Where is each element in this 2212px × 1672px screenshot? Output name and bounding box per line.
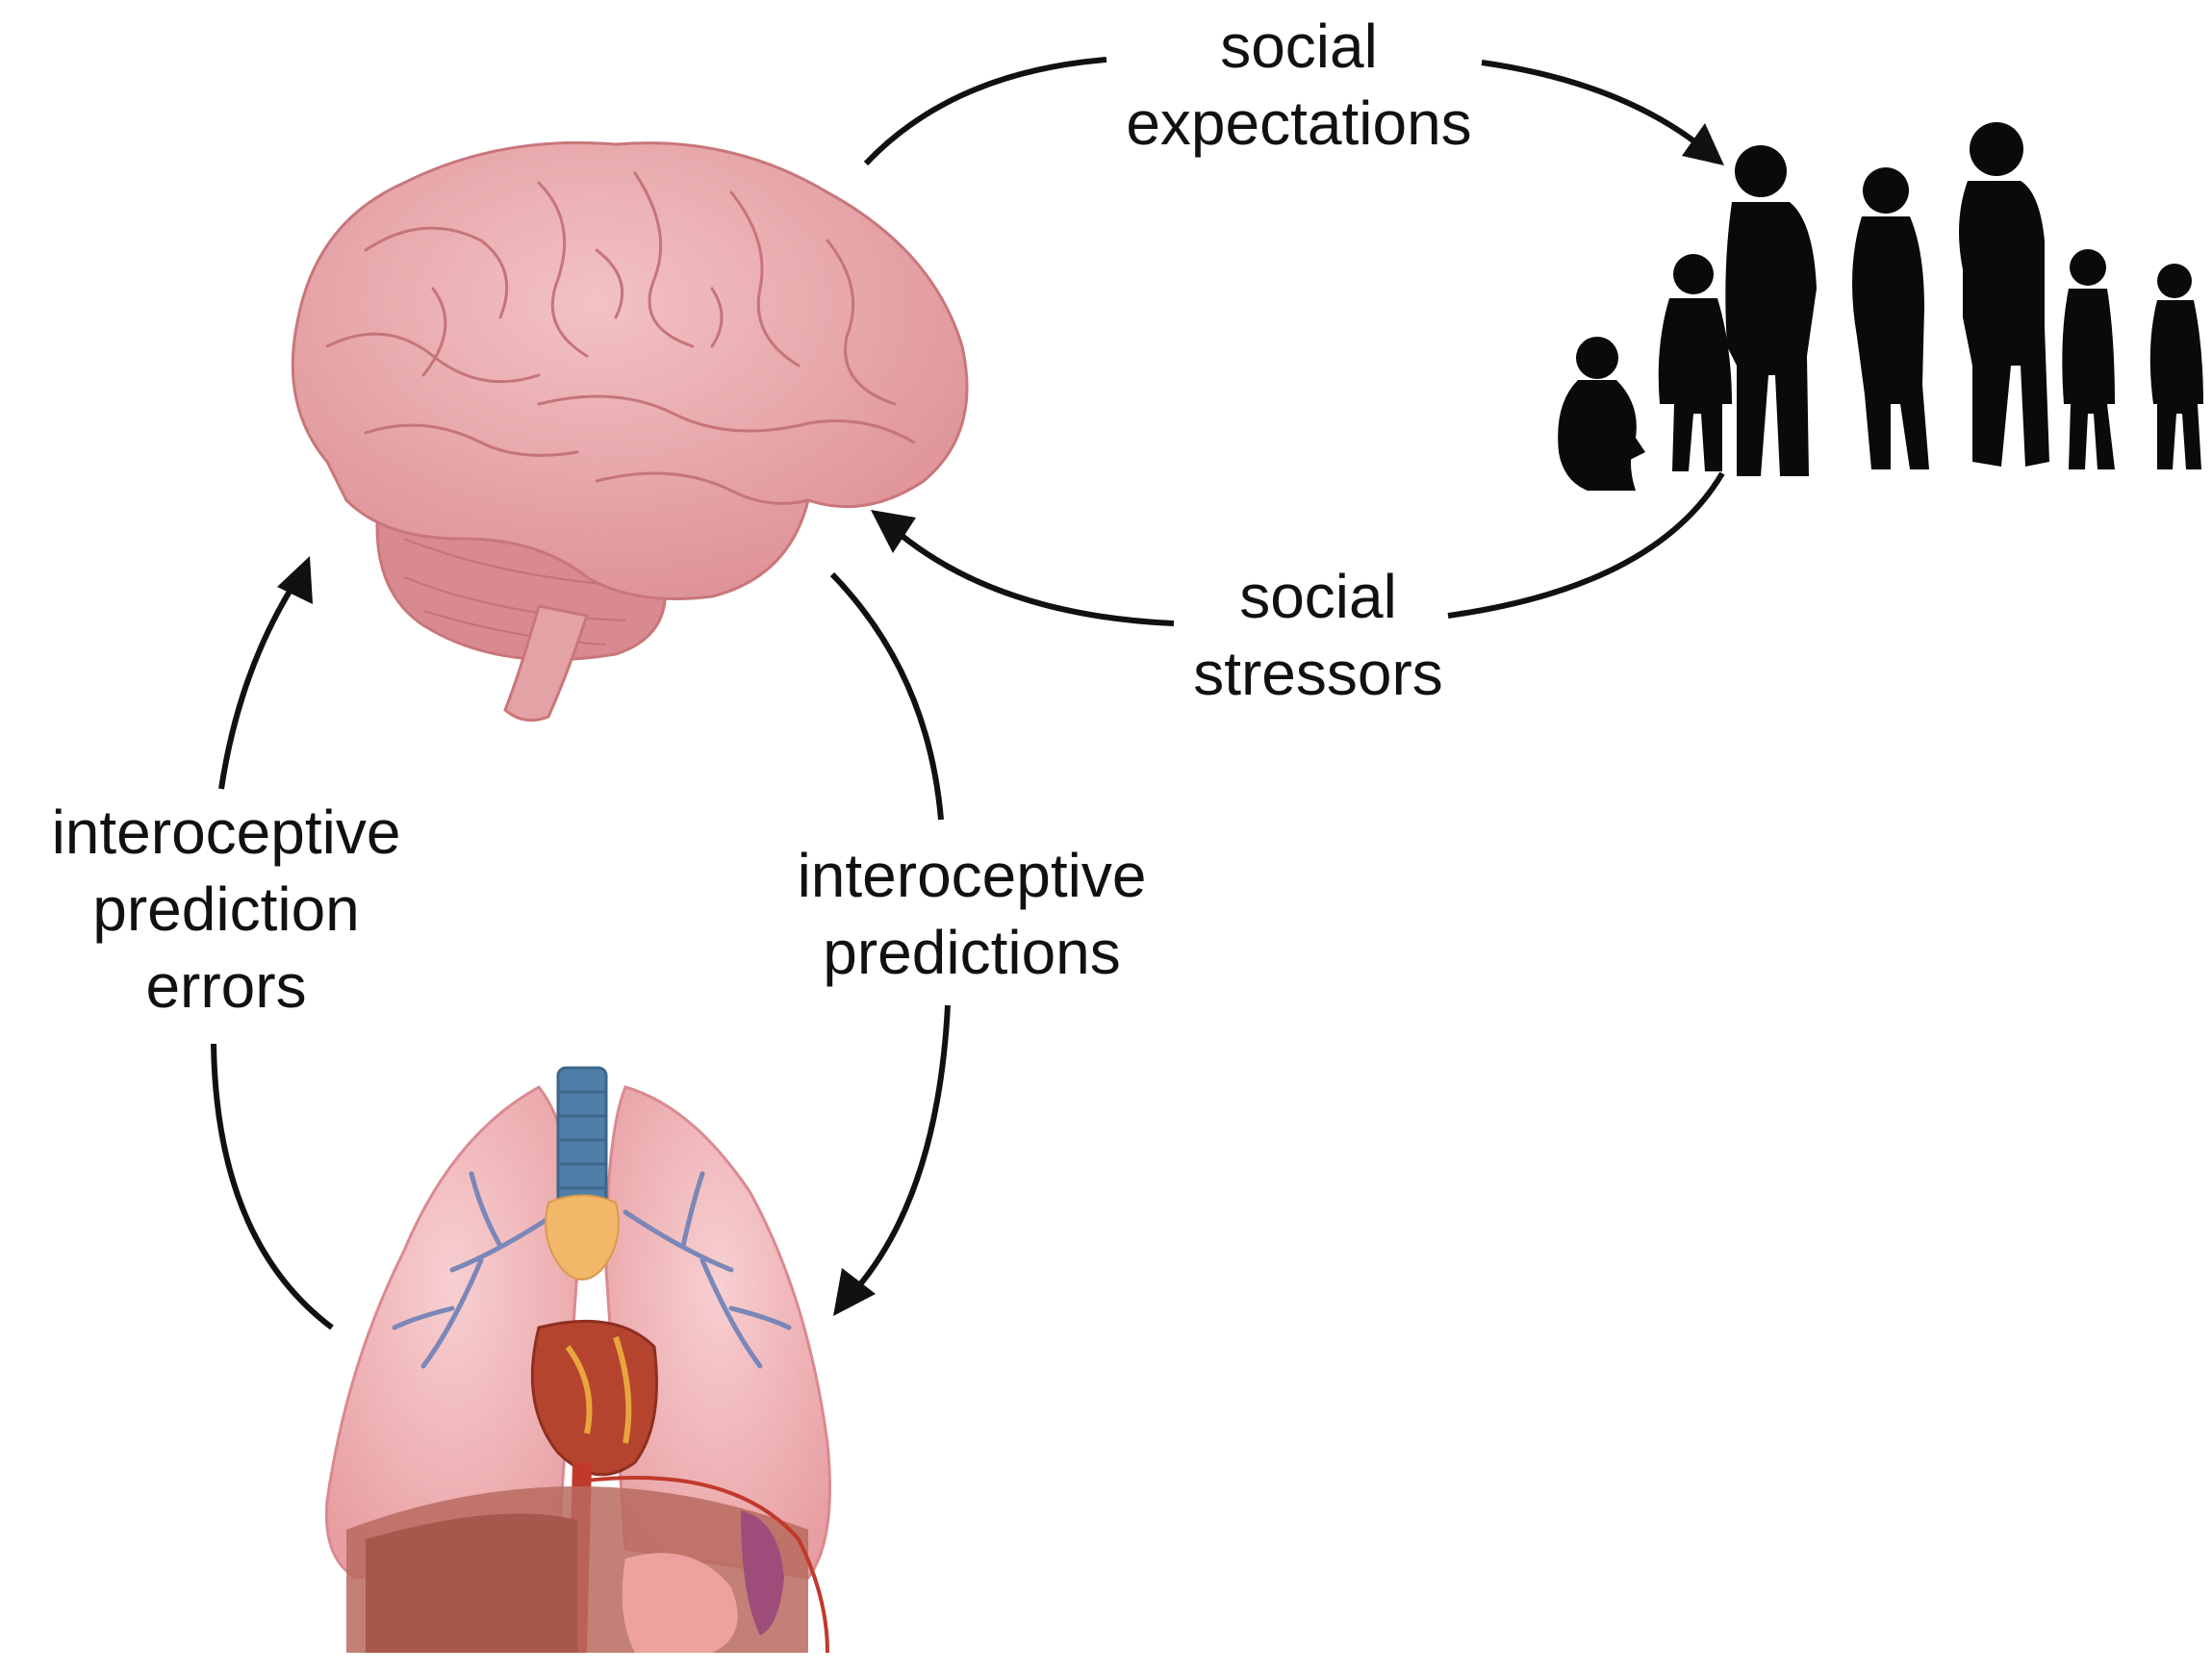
silhouette-boy-2 [2062, 249, 2115, 469]
label-predictions-line-2: predictions [823, 918, 1121, 987]
label-predictions-line-1: interoceptive [797, 841, 1147, 910]
label-social-expectations-line-1: social [1220, 12, 1378, 81]
brain-icon [291, 140, 969, 722]
silhouette-woman [1852, 167, 1929, 469]
label-social-stressors-line-2: stressors [1193, 639, 1443, 708]
arrow-interoceptive-predictions [829, 571, 951, 1316]
people-silhouette-icon [1558, 122, 2203, 491]
arrow-social-expectations [863, 57, 1724, 166]
thoracic-organs-icon [324, 1066, 831, 1654]
silhouette-boy [1658, 254, 1732, 471]
label-social-expectations-line-2: expectations [1126, 89, 1472, 158]
silhouette-tall-man [1959, 122, 2049, 467]
silhouette-man [1725, 145, 1817, 476]
label-interoceptive-predictions: interoceptive predictions [731, 837, 1212, 991]
label-errors-line-3: errors [145, 951, 307, 1021]
label-social-expectations: social expectations [1030, 8, 1568, 162]
label-errors-line-2: prediction [92, 874, 360, 944]
label-social-stressors: social stressors [1068, 558, 1568, 712]
silhouette-crouching-woman [1558, 337, 1645, 491]
label-interoceptive-prediction-errors: interoceptive prediction errors [0, 794, 452, 1025]
label-errors-line-1: interoceptive [51, 798, 401, 867]
arrow-social-stressors [871, 471, 1725, 626]
silhouette-boy-3 [2149, 264, 2203, 469]
arrow-interoceptive-prediction-errors [211, 556, 334, 1330]
label-social-stressors-line-1: social [1239, 562, 1397, 631]
